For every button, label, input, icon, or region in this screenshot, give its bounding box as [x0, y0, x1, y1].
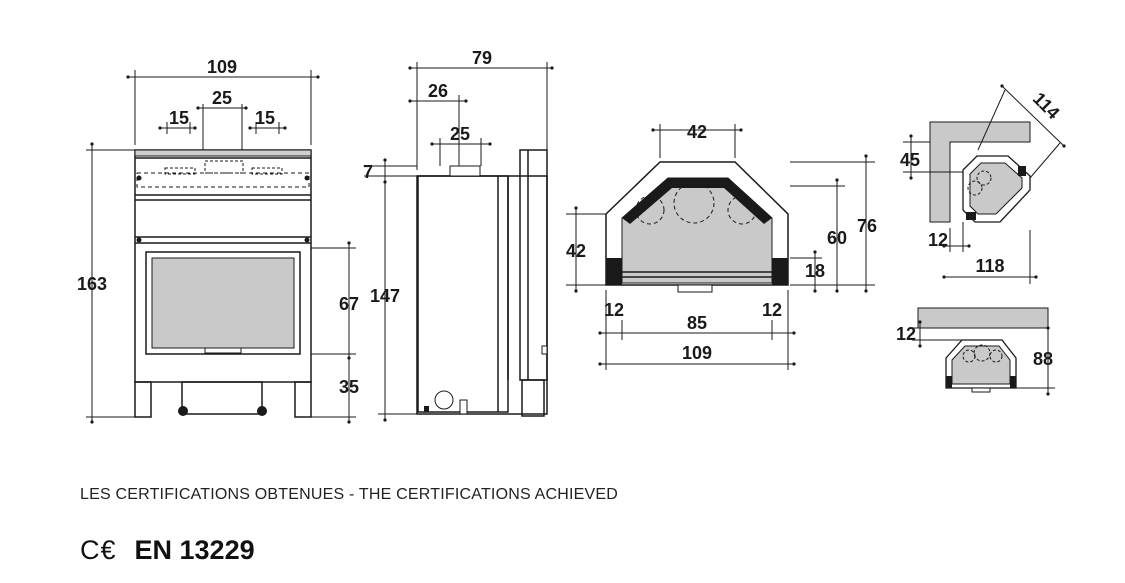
plan-rear-width-label: 42 — [687, 122, 707, 142]
side-top-offset-label: 7 — [363, 162, 373, 182]
front-left-offset-label: 15 — [169, 108, 189, 128]
certification-row: C€ EN 13229 — [80, 530, 255, 570]
side-height-label: 147 — [370, 286, 400, 306]
front-width-label: 109 — [207, 57, 237, 77]
wall-install-view: 12 88 — [896, 307, 1055, 396]
front-right-offset-label: 15 — [255, 108, 275, 128]
front-glass-height-label: 67 — [339, 294, 359, 314]
plan-view: 42 42 76 60 18 12 85 12 109 — [566, 122, 877, 370]
corner-side-gap-label: 12 — [928, 230, 948, 250]
plan-side-depth-label: 42 — [566, 241, 586, 261]
front-height-label: 163 — [77, 274, 107, 294]
side-flue-diameter-label: 25 — [450, 124, 470, 144]
corner-install-view: 114 45 12 118 — [900, 84, 1066, 284]
front-view: 109 25 15 15 163 67 35 — [77, 57, 359, 424]
wall-gap-label: 12 — [896, 324, 916, 344]
standard-code: EN 13229 — [134, 534, 255, 565]
front-base-height-label: 35 — [339, 377, 359, 397]
ce-mark: C€ — [80, 534, 117, 565]
corner-wall-offset-label: 45 — [900, 150, 920, 170]
plan-overall-width-label: 109 — [682, 343, 712, 363]
corner-diagonal-label: 114 — [1029, 88, 1064, 123]
plan-front-return-label: 18 — [805, 261, 825, 281]
front-inner-spacing-label: 25 — [212, 88, 232, 108]
plan-left-margin-label: 12 — [604, 300, 624, 320]
plan-total-depth-label: 76 — [857, 216, 877, 236]
side-flue-offset-label: 26 — [428, 81, 448, 101]
side-depth-label: 79 — [472, 48, 492, 68]
wall-depth-label: 88 — [1033, 349, 1053, 369]
corner-wall-length-label: 118 — [975, 256, 1004, 276]
side-view: 79 26 25 7 147 — [363, 48, 554, 422]
plan-right-margin-label: 12 — [762, 300, 782, 320]
plan-inner-width-label: 85 — [687, 313, 707, 333]
technical-drawing: 109 25 15 15 163 67 35 — [77, 48, 1066, 424]
plan-inner-depth-label: 60 — [827, 228, 847, 248]
certifications-caption: LES CERTIFICATIONS OBTENUES - THE CERTIF… — [80, 486, 619, 503]
